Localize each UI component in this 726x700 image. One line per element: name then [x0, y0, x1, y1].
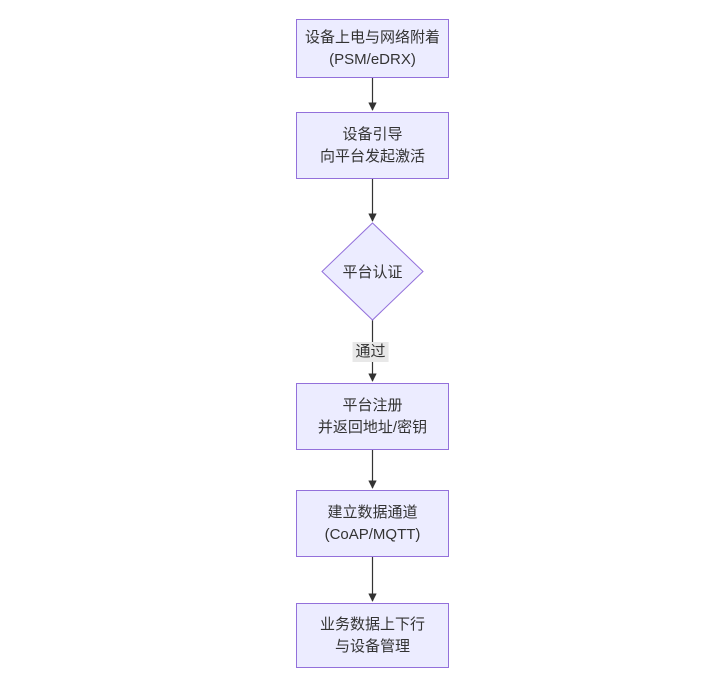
node-data-channel: 建立数据通道 (CoAP/MQTT) — [296, 490, 449, 557]
node-line: 建立数据通道 — [327, 503, 418, 521]
node-platform-register: 平台注册 并返回地址/密钥 — [296, 383, 449, 450]
node-line: 并返回地址/密钥 — [317, 418, 428, 436]
node-line: (CoAP/MQTT) — [324, 525, 421, 543]
node-line: 平台认证 — [342, 264, 403, 281]
node-device-bootstrap: 设备引导 向平台发起激活 — [296, 112, 449, 179]
node-line: 业务数据上下行 — [319, 615, 425, 633]
node-line: 与设备管理 — [334, 637, 410, 655]
node-line: 设备引导 — [342, 125, 403, 143]
node-line: 平台注册 — [342, 396, 403, 414]
node-line: (PSM/eDRX) — [329, 50, 416, 68]
edge-label-pass: 通过 — [352, 342, 389, 362]
node-line: 向平台发起激活 — [319, 147, 425, 165]
node-power-on-network-attach: 设备上电与网络附着 (PSM/eDRX) — [296, 19, 449, 78]
node-platform-auth-label: 平台认证 — [322, 223, 423, 320]
node-line: 设备上电与网络附着 — [304, 28, 440, 46]
node-business-data: 业务数据上下行 与设备管理 — [296, 603, 449, 668]
